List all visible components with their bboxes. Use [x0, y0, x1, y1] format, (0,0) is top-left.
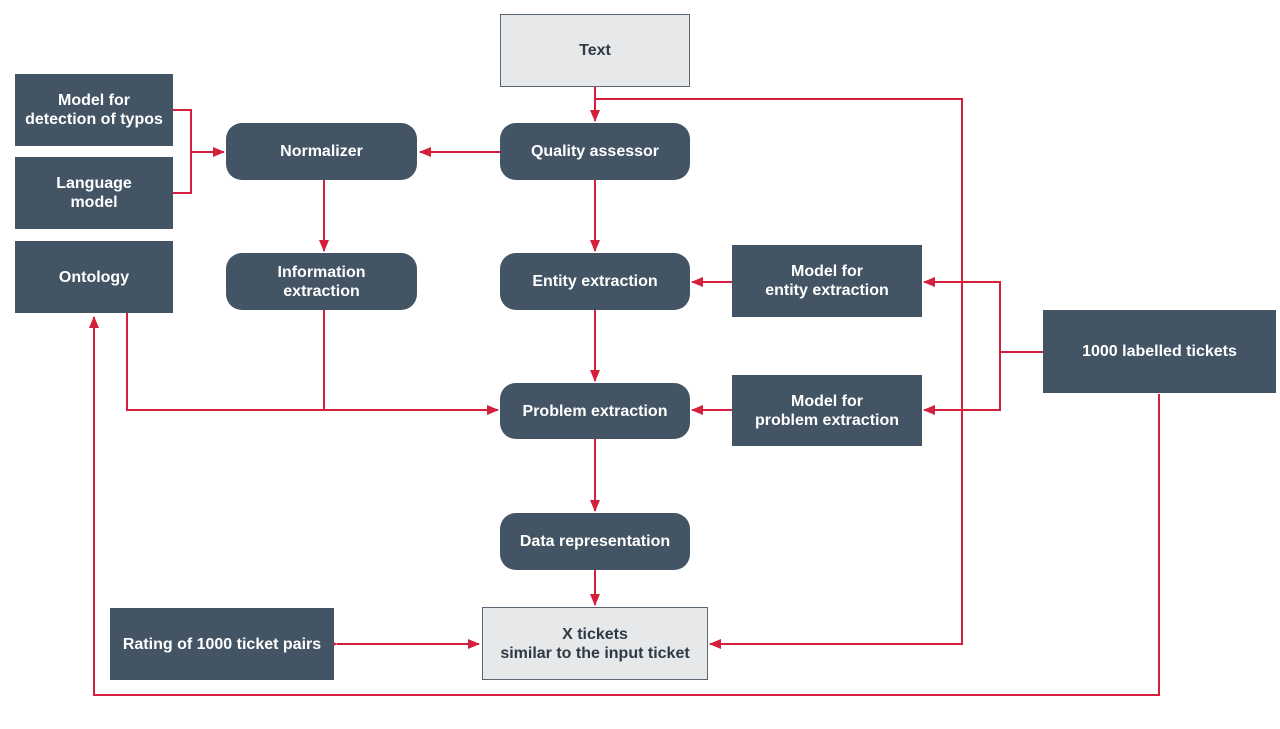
connector-labelled-tickets-to-problem-model — [923, 352, 1001, 415]
node-entity-extraction: Entity extraction — [500, 253, 690, 310]
connector-ontology-to-problem-extraction — [126, 313, 499, 415]
connector-labelled-tickets-trunk — [923, 277, 1043, 353]
node-typo-detection-model: Model for detection of typos — [15, 74, 173, 146]
connector-typo-model-to-normalizer — [173, 109, 192, 194]
node-data-representation: Data representation — [500, 513, 690, 570]
node-text: Text — [500, 14, 690, 87]
node-problem-extraction: Problem extraction — [500, 383, 690, 439]
node-entity-extraction-model: Model for entity extraction — [732, 245, 922, 317]
node-language-model: Language model — [15, 157, 173, 229]
node-problem-extraction-model: Model for problem extraction — [732, 375, 922, 446]
node-rating-ticket-pairs: Rating of 1000 ticket pairs — [110, 608, 334, 680]
node-normalizer: Normalizer — [226, 123, 417, 180]
node-ontology: Ontology — [15, 241, 173, 313]
node-similar-tickets: X tickets similar to the input ticket — [482, 607, 708, 680]
node-labelled-tickets: 1000 labelled tickets — [1043, 310, 1276, 393]
node-quality-assessor: Quality assessor — [500, 123, 690, 180]
connector-text-to-similar-tickets — [595, 98, 963, 649]
node-information-extraction: Information extraction — [226, 253, 417, 310]
connector-labelled-tickets-to-ontology — [89, 316, 1160, 696]
